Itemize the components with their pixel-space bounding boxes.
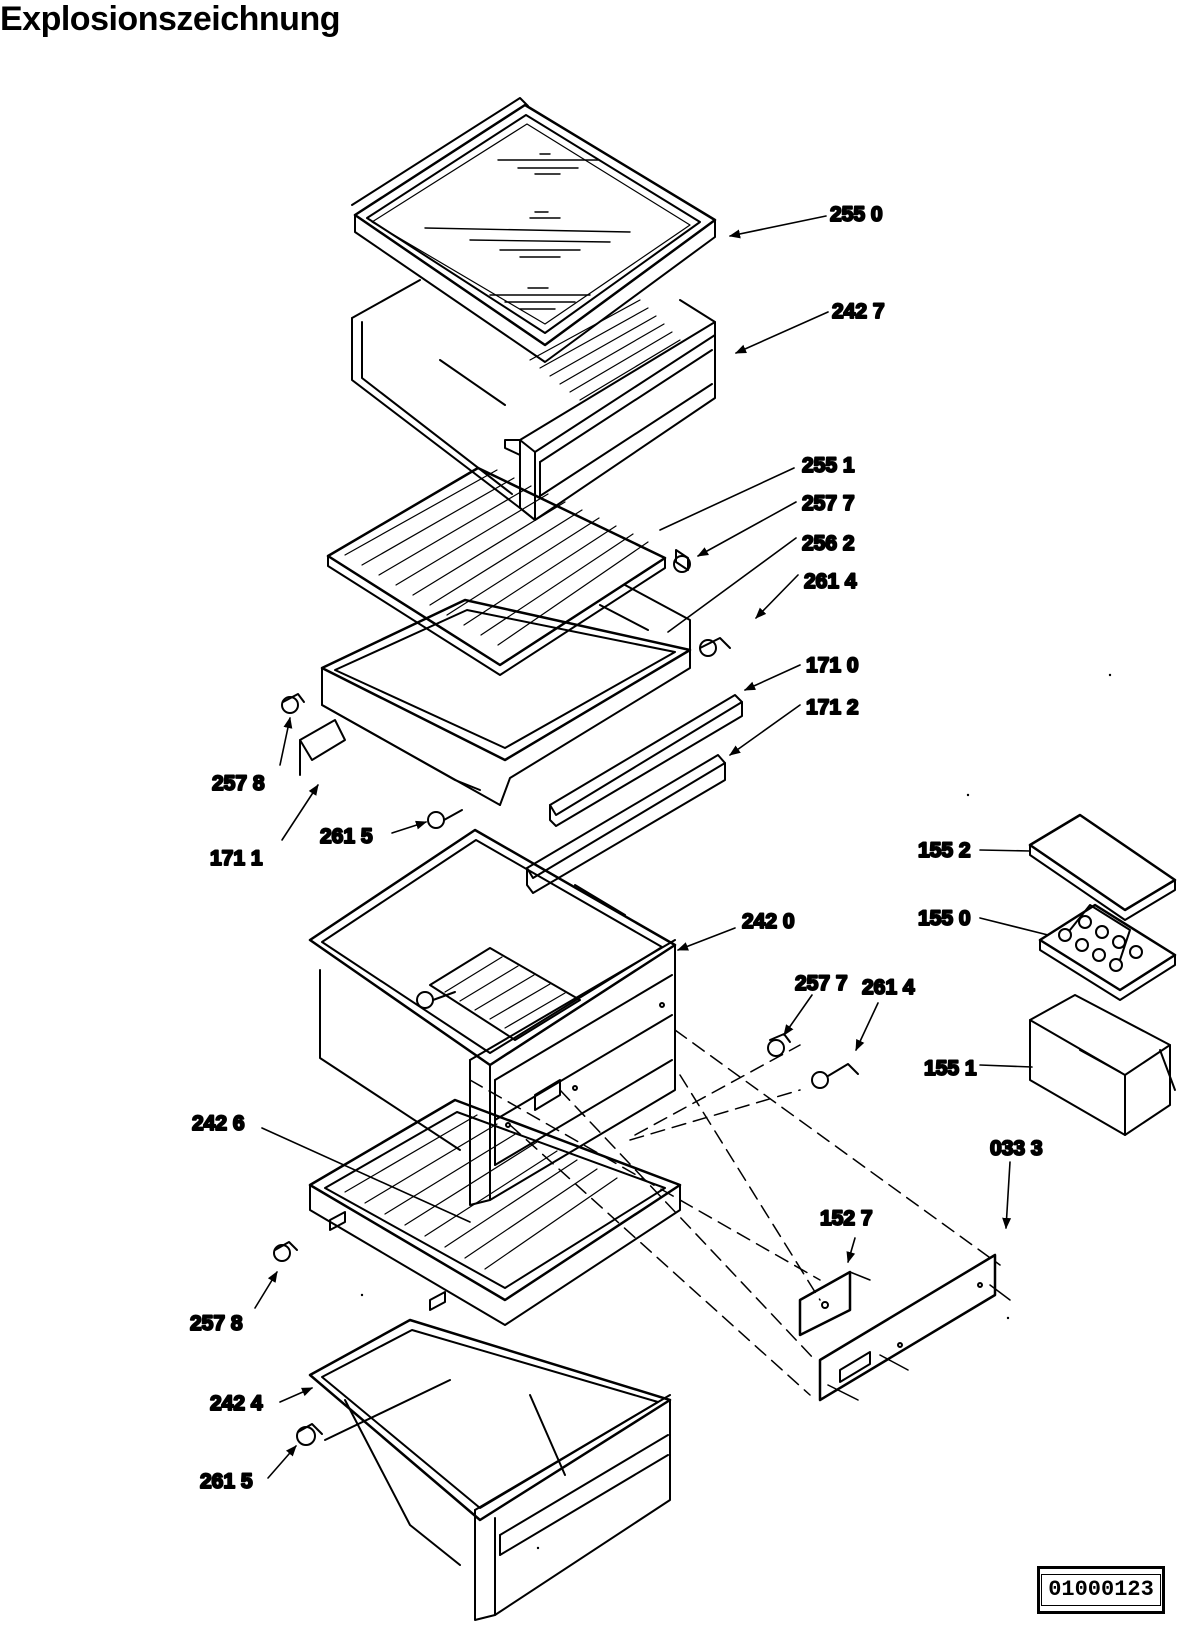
label-242-6: 242 6 <box>192 1112 245 1135</box>
label-255-1: 255 1 <box>802 454 855 477</box>
label-257-7-upper: 257 7 <box>802 492 855 515</box>
label-242-7: 242 7 <box>832 300 885 323</box>
page-title: Explosionszeichnung <box>0 0 340 38</box>
label-155-0: 155 0 <box>918 907 971 930</box>
glass-cover-top-part <box>351 97 717 363</box>
label-261-5-upper: 261 5 <box>320 825 373 848</box>
pins <box>273 549 859 1446</box>
drawer-middle-part <box>308 828 677 1206</box>
label-261-5-lower: 261 5 <box>200 1470 253 1493</box>
rails-part <box>526 694 743 916</box>
drawing-id: 01000123 <box>1041 1574 1161 1606</box>
assembly-lines <box>469 1029 1001 1396</box>
glass-shelf-middle-part <box>326 466 667 676</box>
egg-tray-cover-part <box>1028 813 1177 921</box>
shelf-frame-part <box>299 584 692 806</box>
label-261-4-middle: 261 4 <box>862 976 915 999</box>
front-panel-part <box>818 1253 1011 1402</box>
label-033-3: 033 3 <box>990 1137 1043 1160</box>
label-257-8-lower: 257 8 <box>190 1312 243 1335</box>
label-155-2: 155 2 <box>918 839 971 862</box>
label-171-0: 171 0 <box>806 654 859 677</box>
label-256-2: 256 2 <box>802 532 855 555</box>
label-257-7-middle: 257 7 <box>795 972 848 995</box>
specks <box>360 673 1112 1550</box>
label-255-0: 255 0 <box>830 203 883 226</box>
label-155-1: 155 1 <box>924 1057 977 1080</box>
egg-box-part <box>1029 994 1176 1136</box>
egg-tray-part <box>1038 903 1177 1001</box>
label-171-2: 171 2 <box>806 696 859 719</box>
label-261-4-upper: 261 4 <box>804 570 857 593</box>
label-152-7: 152 7 <box>820 1207 873 1230</box>
label-242-0: 242 0 <box>742 910 795 933</box>
shelf-lower-part <box>308 1098 682 1326</box>
drawing-id-box: 01000123 <box>1037 1566 1165 1614</box>
label-242-4: 242 4 <box>210 1392 263 1415</box>
leader-lines <box>254 215 1049 1479</box>
label-171-1: 171 1 <box>210 847 263 870</box>
hinge-plate-part <box>798 1270 871 1337</box>
part-labels: 255 0 242 7 255 1 257 7 256 2 261 4 171 … <box>189 202 1044 1494</box>
drawer-bottom-part <box>308 1318 672 1621</box>
crisper-drawer-top-part <box>351 279 716 521</box>
label-257-8-upper: 257 8 <box>212 772 265 795</box>
